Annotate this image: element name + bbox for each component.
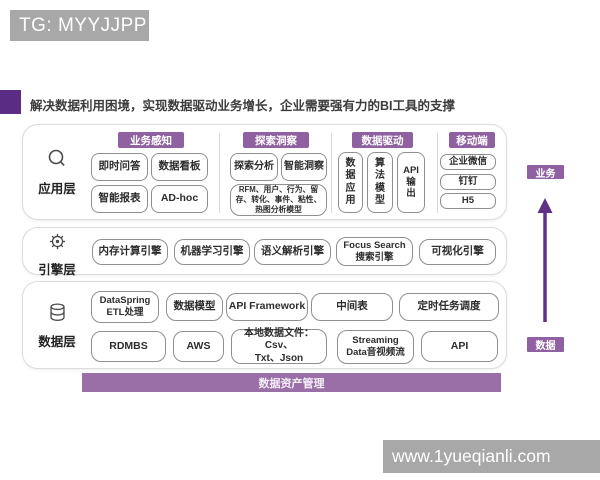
axis-label-business: 业务 [527, 165, 564, 180]
section-divider [331, 133, 332, 213]
section-header-business-sense: 业务感知 [118, 132, 184, 148]
box-visualization-engine: 可视化引擎 [419, 239, 496, 265]
box-focus-search-engine: Focus Search 搜索引擎 [336, 237, 413, 266]
app-layer-label: 应用层 [38, 182, 76, 196]
box-scheduled-tasks: 定时任务调度 [399, 293, 499, 321]
box-inmemory-engine: 内存计算引擎 [92, 239, 168, 265]
box-aws: AWS [173, 331, 224, 362]
data-asset-management-bar: 数据资产管理 [82, 373, 501, 392]
section-header-mobile: 移动端 [449, 132, 495, 148]
engine-layer-panel: 引擎层 内存计算引擎 机器学习引擎 语义解析引擎 Focus Search 搜索… [22, 227, 507, 278]
box-ml-engine: 机器学习引擎 [174, 239, 250, 265]
box-explore-analysis: 探索分析 [230, 153, 278, 181]
title-bullet-square [0, 90, 21, 114]
section-divider [437, 133, 438, 213]
section-divider [219, 133, 220, 213]
box-h5: H5 [440, 193, 496, 209]
box-data-application: 数 据 应 用 [338, 152, 363, 213]
data-layer-panel: 数据层 DataSpring ETL处理 数据模型 API Framework … [22, 281, 507, 369]
arrow-up-icon [537, 198, 553, 322]
box-semantic-engine: 语义解析引擎 [254, 239, 331, 265]
box-data-dashboard: 数据看板 [151, 153, 208, 181]
axis-label-data: 数据 [527, 337, 564, 352]
box-api-framework: API Framework [226, 293, 308, 321]
box-rdmbs: RDMBS [91, 331, 166, 362]
engine-layer-label: 引擎层 [38, 263, 76, 277]
section-header-explore-insight: 探索洞察 [243, 132, 309, 148]
box-instant-qa: 即时问答 [91, 153, 148, 181]
box-api-output: API 输 出 [397, 152, 425, 213]
box-local-files: 本地数据文件：Csv、 Txt、Json [231, 328, 327, 364]
box-dingtalk: 钉钉 [440, 174, 496, 190]
gear-icon [48, 233, 67, 255]
data-layer-label: 数据层 [38, 335, 76, 349]
application-layer-panel: 应用层 业务感知 即时问答 数据看板 智能报表 AD-hoc 探索洞察 探索分析… [22, 124, 507, 220]
box-intermediate-table: 中间表 [311, 293, 393, 321]
box-algorithm-model: 算 法 模 型 [367, 152, 393, 213]
box-streaming-data: Streaming Data音视频流 [337, 330, 414, 364]
page-title: 解决数据利用困境，实现数据驱动业务增长，企业需要强有力的BI工具的支撑 [30, 99, 456, 113]
box-dataspring-etl: DataSpring ETL处理 [91, 291, 159, 323]
section-header-data-driven: 数据驱动 [352, 132, 413, 148]
data-layer-id: 数据层 [29, 302, 85, 350]
box-data-model: 数据模型 [166, 293, 223, 321]
application-layer-id: 应用层 [29, 148, 85, 197]
box-wecom: 企业微信 [440, 154, 496, 170]
box-ad-hoc: AD-hoc [151, 185, 208, 213]
magnifier-icon [46, 149, 68, 174]
website-watermark: www.1yueqianli.com [383, 440, 600, 473]
database-icon [48, 303, 67, 327]
engine-layer-id: 引擎层 [29, 232, 85, 278]
box-rfm-models: RFM、用户、行为、留存、转化、事件、粘性、热图分析模型 [230, 184, 327, 216]
tg-watermark-badge: TG: MYYJJPP [10, 10, 149, 41]
box-smart-report: 智能报表 [91, 185, 148, 213]
box-smart-insight: 智能洞察 [281, 153, 327, 181]
box-api: API [421, 331, 498, 362]
